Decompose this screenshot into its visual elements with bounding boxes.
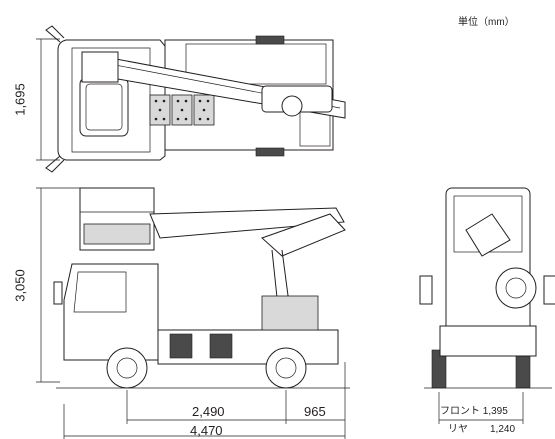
dimension-front-tread: フロント 1,395: [440, 406, 508, 417]
dimension-rear-tread: 1,240: [490, 424, 516, 435]
dimension-rear-tread-label: リヤ: [448, 424, 468, 435]
top-view: [36, 25, 346, 173]
dimension-rear-overhang: 965: [304, 404, 326, 419]
dimension-overall-length: 4,470: [190, 423, 223, 438]
rear-view: [419, 187, 555, 424]
dimension-height: 3,050: [12, 269, 28, 302]
side-view: [36, 187, 350, 439]
dimension-top-width: 1,695: [12, 83, 28, 116]
unit-label: 単位（mm）: [458, 17, 515, 28]
dimension-wheelbase: 2,490: [192, 404, 225, 419]
